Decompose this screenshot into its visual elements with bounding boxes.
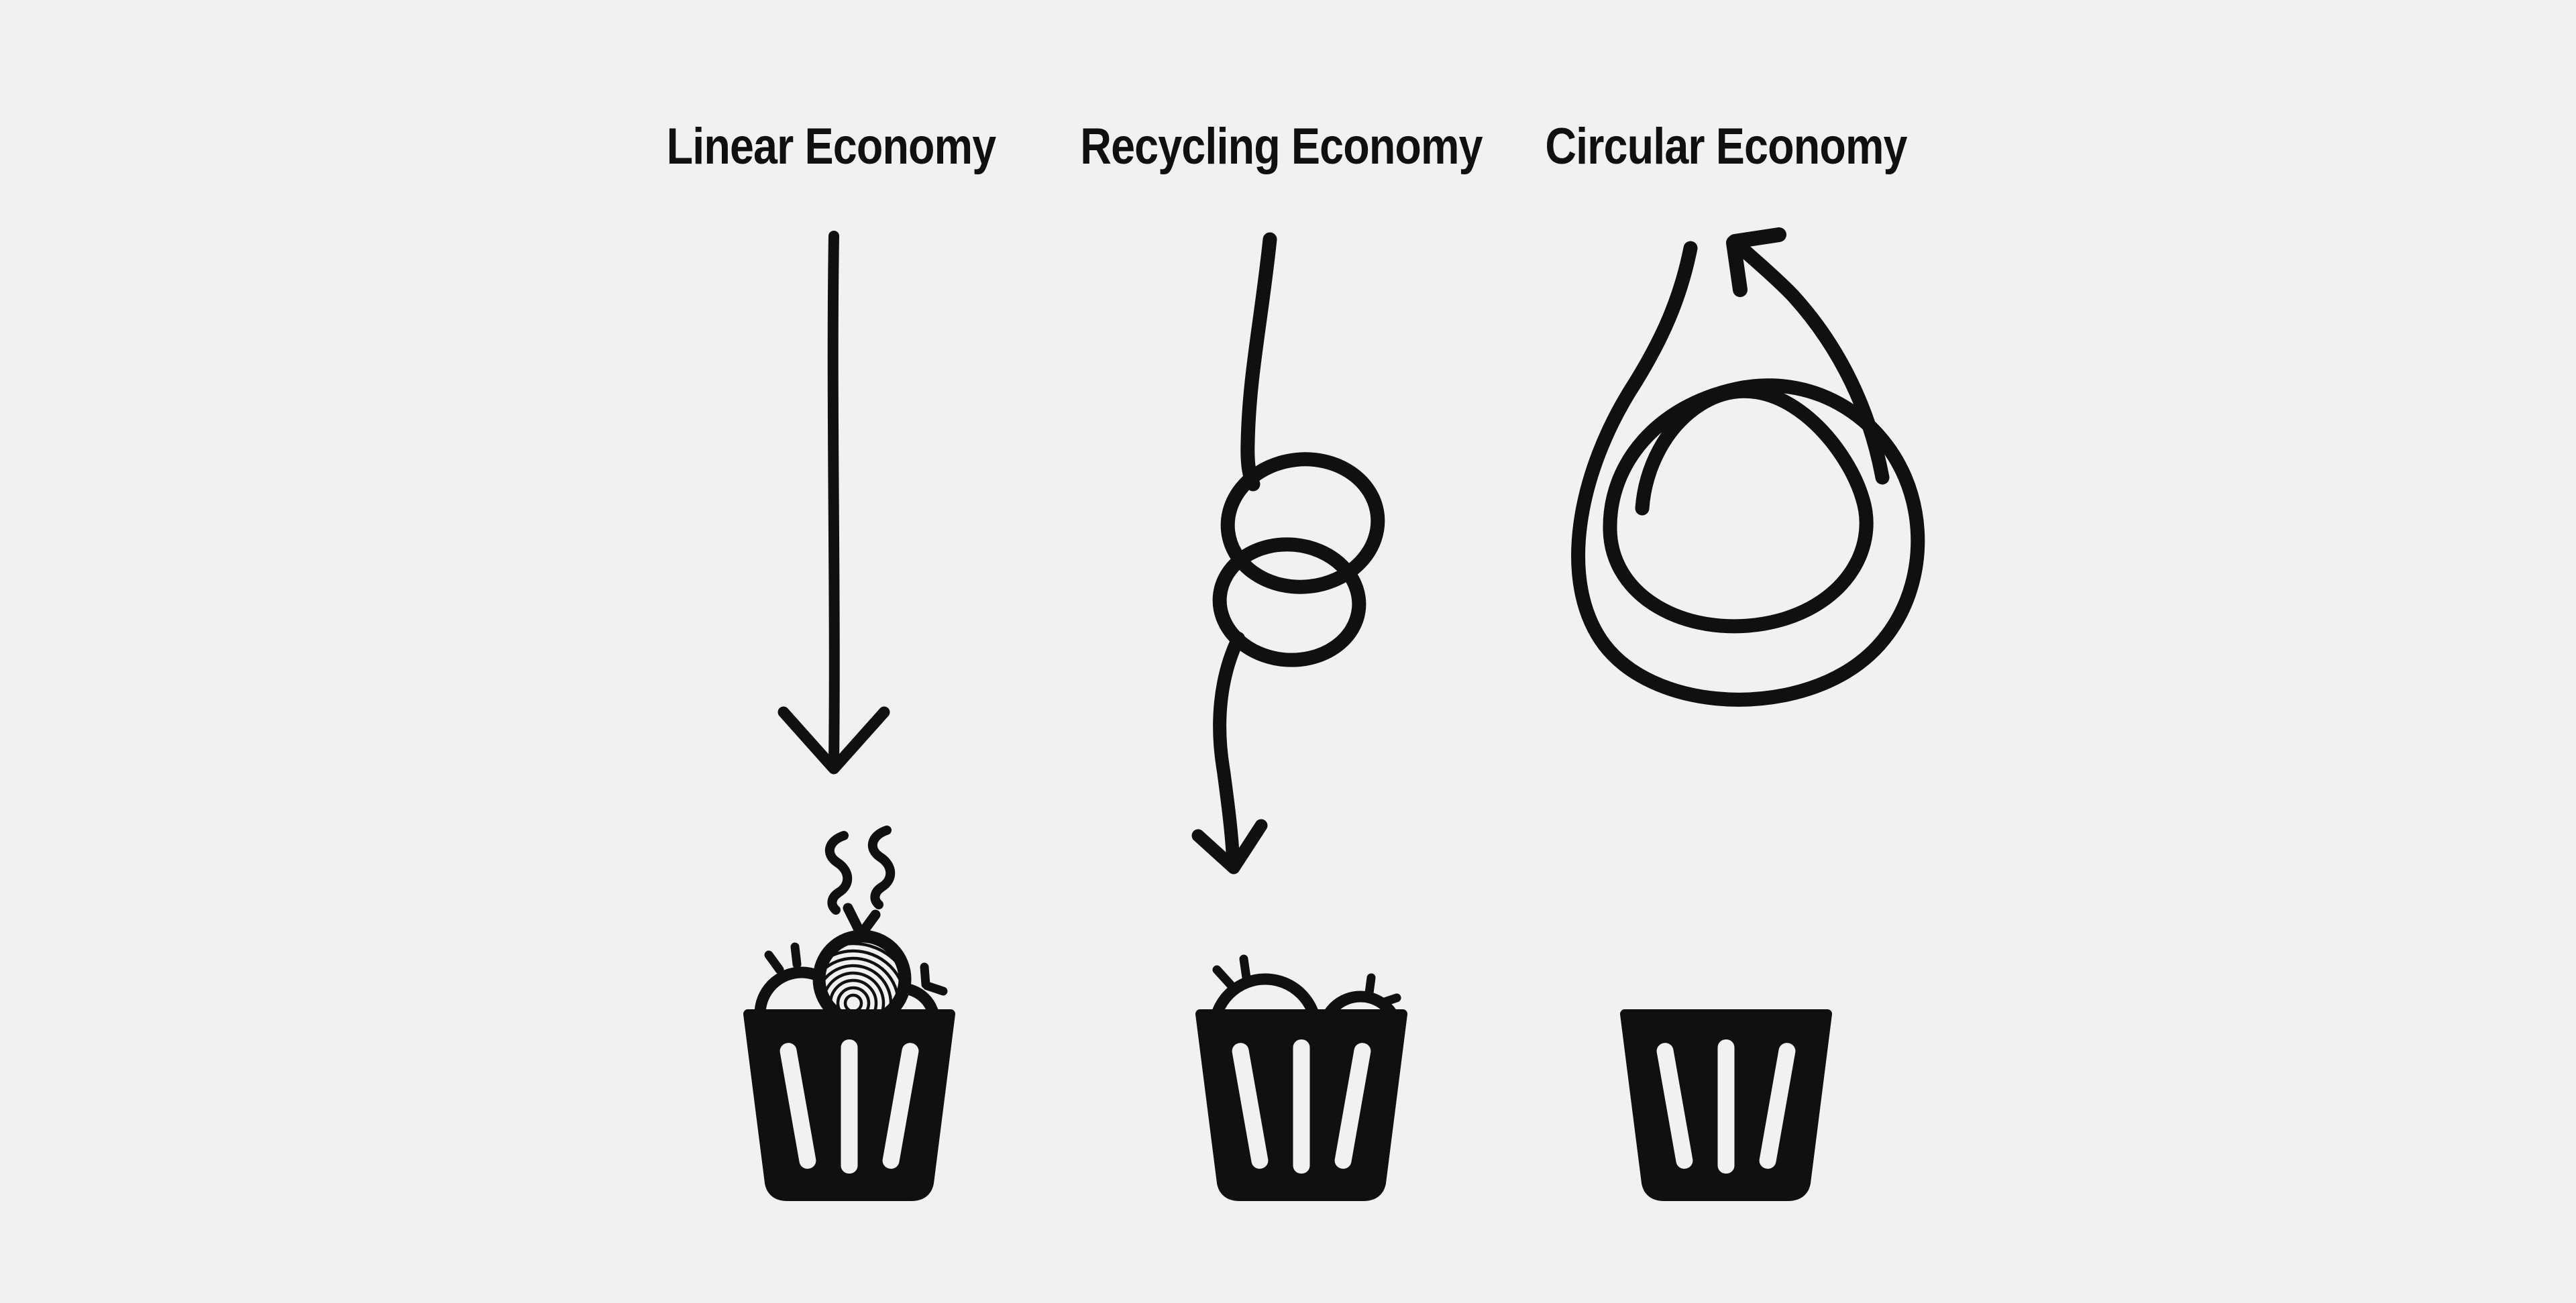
column-title-circular-economy: Circular Economy: [1545, 118, 1907, 175]
column-title-recycling-economy: Recycling Economy: [1080, 118, 1483, 175]
looping-return-arrow-icon: [1571, 227, 1925, 707]
full-trash-bin-icon: [748, 1014, 951, 1196]
tangled-line-down-arrow-icon: [1191, 232, 1385, 874]
stench-squiggle-icon: [824, 826, 896, 915]
half-full-trash-bin-icon: [1200, 1014, 1403, 1196]
straight-down-arrow-icon: [777, 231, 890, 775]
column-title-linear-economy: Linear Economy: [666, 118, 997, 175]
empty-trash-bin-icon: [1625, 1014, 1827, 1196]
